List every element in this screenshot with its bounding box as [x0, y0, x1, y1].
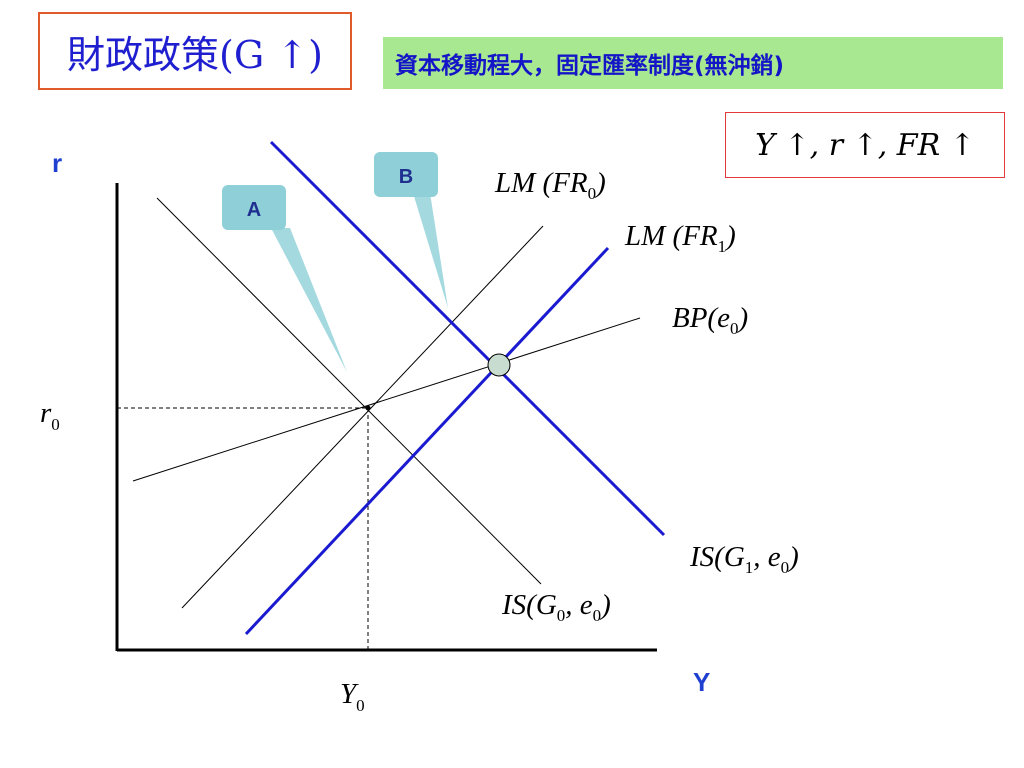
lm1-label: LM (FR1)	[624, 220, 736, 256]
lm0-label: LM (FR0)	[494, 167, 606, 203]
is0-curve	[156, 197, 542, 585]
callout-a-pointer	[271, 228, 347, 372]
result-box: Y ↑, r ↑, FR ↑	[725, 112, 1005, 178]
y0-label: Y0	[340, 678, 365, 715]
is1-curve	[269, 140, 666, 537]
y-axis-label: r	[52, 148, 62, 178]
callout-b-pointer	[413, 193, 448, 308]
callout-a-box	[222, 185, 286, 230]
title-box: 財政政策(G ↑)	[38, 12, 352, 90]
initial-equilibrium-point	[365, 405, 371, 411]
result-text: Y ↑, r ↑, FR ↑	[755, 127, 975, 163]
is1-label: IS(G1, e0)	[689, 541, 799, 577]
callout-b-box	[374, 152, 438, 197]
page-title: 財政政策(G ↑)	[67, 32, 323, 77]
lm1-curve	[244, 246, 610, 636]
bp-label: BP(e0)	[672, 302, 748, 338]
x-axis-label: Y	[693, 667, 710, 697]
is0-label: IS(G0, e0)	[501, 589, 611, 625]
r0-label: r0	[40, 397, 60, 434]
subtitle-text: 資本移動程大，固定匯率制度(無沖銷)	[395, 53, 785, 79]
new-equilibrium-point	[487, 353, 511, 377]
callout-a-label: A	[247, 199, 261, 221]
lm0-curve	[181, 225, 544, 609]
bp-curve	[132, 317, 641, 482]
callout-b-label: B	[399, 166, 413, 188]
subtitle-banner: 資本移動程大，固定匯率制度(無沖銷)	[383, 37, 1003, 89]
